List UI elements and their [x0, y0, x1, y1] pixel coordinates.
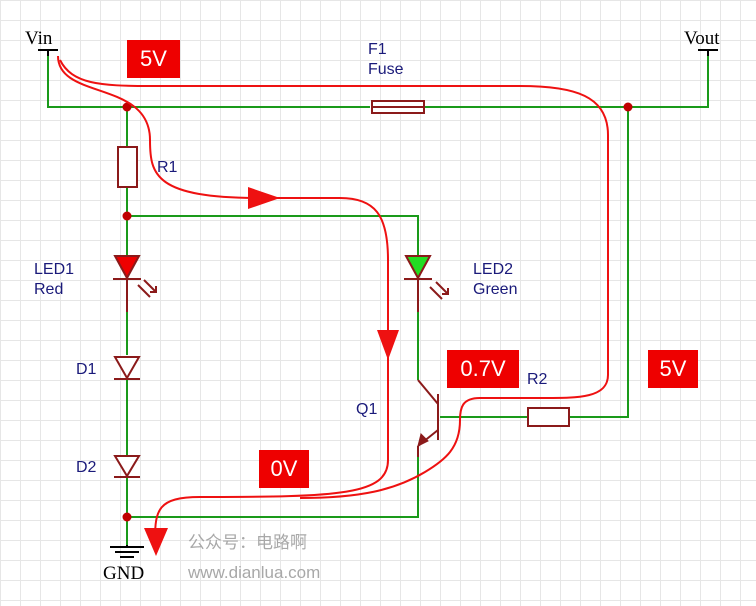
watermark-line2: www.dianlua.com — [187, 563, 320, 582]
voltage-label-base: 0.7V — [447, 350, 519, 388]
voltage-label-vout: 5V — [648, 350, 698, 388]
r2-ref-label: R2 — [527, 371, 548, 388]
node-vin-rail — [122, 102, 132, 112]
r1-ref-label: R1 — [157, 159, 178, 176]
flow-path-fuse-branch — [59, 59, 609, 499]
wire-vin-rail — [47, 50, 709, 108]
ground-symbol — [110, 545, 144, 558]
d2-ref-label: D2 — [76, 459, 97, 476]
resistor-r2-symbol — [527, 407, 570, 427]
flow-arrow-right — [248, 187, 280, 209]
node-vout-rail — [623, 102, 633, 112]
voltage-label-vin: 5V — [127, 40, 180, 78]
node-r1-led — [122, 211, 132, 221]
node-gnd — [122, 512, 132, 522]
vin-label: Vin — [25, 28, 53, 49]
resistor-r1-symbol — [117, 146, 138, 188]
current-flow-paths — [57, 55, 609, 556]
flow-arrow-gnd — [144, 528, 168, 556]
diode-d2-symbol — [113, 455, 141, 478]
wire-led2-feed — [127, 215, 419, 255]
watermark-line1: 公众号：电路啊 — [188, 533, 307, 552]
flow-arrow-down — [377, 330, 399, 360]
led1-light-arrows — [137, 279, 157, 298]
vin-terminal — [38, 49, 58, 56]
flow-path-led-branch — [57, 55, 389, 541]
led2-symbol — [404, 255, 449, 312]
led1-color-label: Red — [34, 281, 63, 298]
led2-triangle — [404, 255, 432, 281]
wire-r2-vout — [569, 107, 629, 418]
fuse-name-label: Fuse — [368, 61, 404, 78]
fuse-ref-label: F1 — [368, 41, 387, 58]
vout-label: Vout — [684, 28, 720, 49]
led2-color-label: Green — [473, 281, 517, 298]
led1-symbol — [113, 255, 157, 312]
d1-ref-label: D1 — [76, 361, 97, 378]
led1-ref-label: LED1 — [34, 261, 74, 278]
led2-ref-label: LED2 — [473, 261, 513, 278]
gnd-label: GND — [103, 563, 144, 584]
vout-terminal — [698, 49, 718, 56]
voltage-label-gnd: 0V — [259, 450, 309, 488]
transistor-q1-symbol — [417, 379, 439, 457]
diode-d1-symbol — [113, 356, 141, 381]
q1-ref-label: Q1 — [356, 401, 377, 418]
led2-light-arrows — [429, 281, 449, 300]
led1-triangle — [113, 255, 141, 281]
